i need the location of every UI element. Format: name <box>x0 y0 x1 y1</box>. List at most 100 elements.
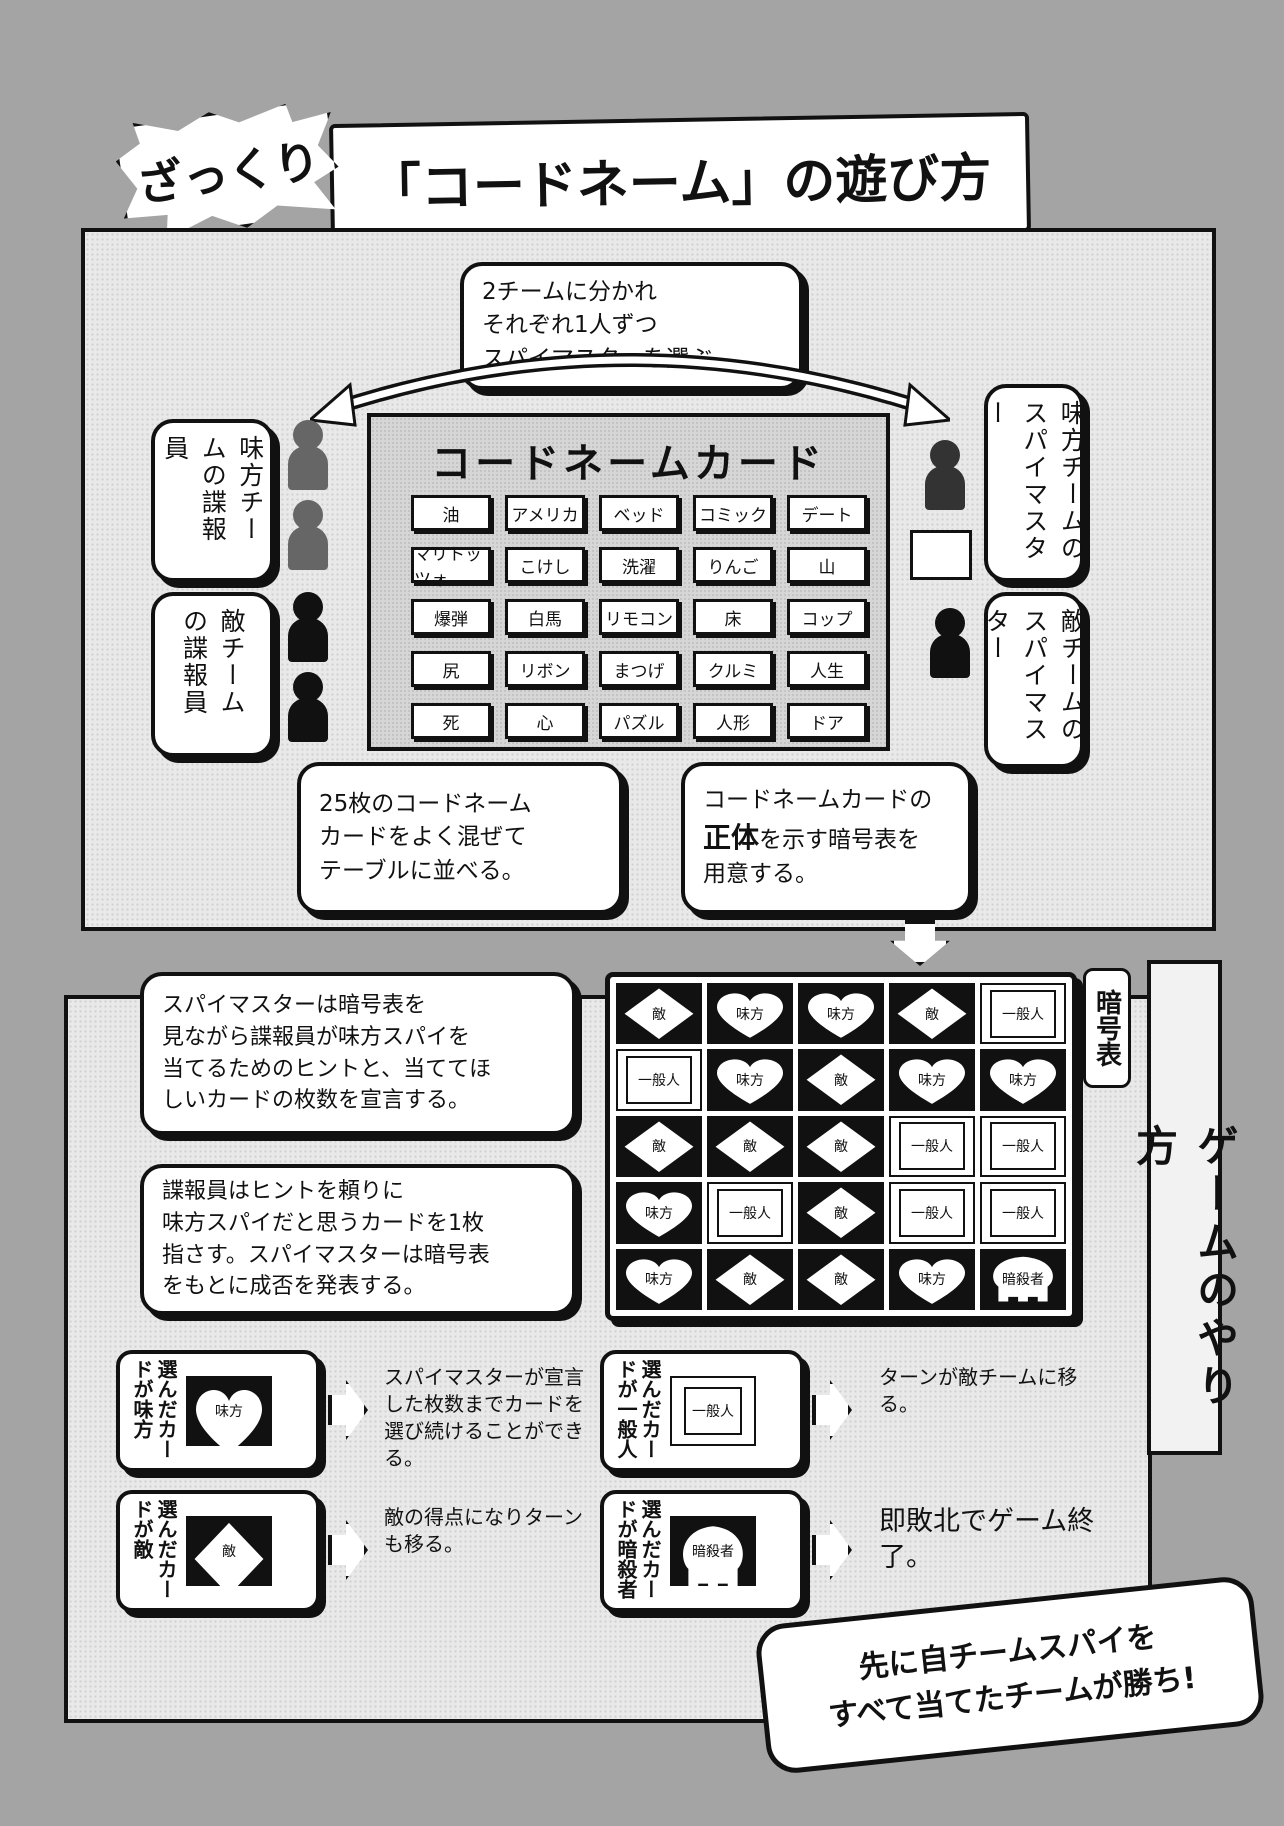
codename-card: 人形 <box>693 703 773 739</box>
ally-heart-icon <box>709 1051 791 1108</box>
enemy-diamond-icon <box>891 985 973 1042</box>
side-title: ゲームのやり方 <box>1130 960 1240 1455</box>
key-cell: 味方 <box>616 1248 702 1310</box>
codename-card: デート <box>787 495 867 531</box>
shuffle-bubble: 25枚のコードネーム カードをよく混ぜて テーブルに並べる。 <box>297 762 623 914</box>
key-cell: 敵 <box>889 983 975 1045</box>
key-cell: 一般人 <box>889 1115 975 1178</box>
key-cell: 味方 <box>616 1182 702 1244</box>
codename-card: 心 <box>505 703 585 739</box>
badge-text: ざっくり <box>133 133 324 213</box>
bubble-line: 正体を示す暗号表を <box>703 818 920 859</box>
step-line: 諜報員はヒントを頼りに <box>162 1178 405 1204</box>
bubble-line: それぞれ1人ずつ <box>482 312 658 339</box>
codename-card: 白馬 <box>505 599 585 635</box>
bubble-line: カードをよく混ぜて <box>319 824 527 851</box>
key-label-text: 暗号表 <box>1091 989 1122 1067</box>
key-cell: 敵 <box>798 1049 884 1111</box>
rule-box: 選んだカードが一般人一般人 <box>600 1350 804 1472</box>
rule-result: 敵の得点になりターンも移る。 <box>384 1505 583 1556</box>
key-cell: 一般人 <box>980 1115 1066 1178</box>
step-line: 味方スパイだと思うカードを1枚 <box>162 1210 484 1236</box>
key-card-stand <box>910 530 972 580</box>
enemy-diamond-icon <box>188 1518 270 1596</box>
key-cell: 一般人 <box>707 1182 793 1244</box>
key-cell-label: 一般人 <box>899 1122 965 1171</box>
rule-card: 暗殺者 <box>670 1516 756 1591</box>
enemy-agents-bubble: 敵チームの諜報員 <box>151 592 274 757</box>
ally-heart-icon <box>618 1184 700 1241</box>
key-cell-label: 味方 <box>1009 1073 1037 1090</box>
rule-result: ターンが敵チームに移る。 <box>879 1365 1078 1416</box>
codename-card: コミック <box>693 495 773 531</box>
key-cell-label: 暗殺者 <box>1002 1272 1044 1289</box>
key-cell: 味方 <box>798 983 884 1045</box>
rule-result: スパイマスターが宣言した枚数までカードを選び続けることができる。 <box>384 1365 584 1470</box>
key-cell: 味方 <box>889 1248 975 1310</box>
ally-heart-icon <box>891 1051 973 1108</box>
key-label: 暗号表 <box>1083 968 1131 1088</box>
bubble-text: 味方チームの諜報員 <box>160 435 265 543</box>
ally-heart-icon <box>618 1251 700 1308</box>
ally-heart-icon <box>891 1251 973 1308</box>
key-cell: 敵 <box>798 1182 884 1244</box>
bubble-line: 2チームに分かれ <box>482 278 657 305</box>
rule-box: 選んだカードが敵敵 <box>116 1490 320 1612</box>
enemy-diamond-icon <box>800 1051 882 1108</box>
codename-card: マリトッツォ <box>411 545 491 590</box>
step-line: 当てるためのヒントと、当ててほ <box>162 1056 492 1082</box>
enemy-diamond-icon <box>800 1118 882 1175</box>
rule-card-label: 味方 <box>215 1404 243 1420</box>
codename-card: 山 <box>787 547 867 583</box>
key-cell: 暗殺者 <box>980 1248 1066 1310</box>
key-cell-label: 一般人 <box>990 1188 1056 1237</box>
key-cell-label: 一般人 <box>899 1188 965 1237</box>
codename-card: アメリカ <box>505 495 585 531</box>
enemy-diamond-icon <box>800 1251 882 1308</box>
rule-label: 選んだカードが暗殺者 <box>614 1498 662 1599</box>
key-cell: 敵 <box>798 1248 884 1310</box>
key-cell-label: 敵 <box>834 1139 848 1156</box>
ally-spymaster-bubble: 味方チームのスパイマスター <box>982 384 1086 582</box>
codename-card: こけし <box>505 547 585 583</box>
codename-card: ドア <box>787 703 867 739</box>
bubble-text: 味方チームのスパイマスター <box>982 400 1087 562</box>
key-cell-label: 敵 <box>834 1073 848 1090</box>
enemy-diamond-icon <box>618 985 700 1042</box>
enemy-diamond-icon <box>800 1184 882 1241</box>
ally-heart-icon <box>188 1378 270 1454</box>
key-cell: 味方 <box>707 1049 793 1111</box>
badge-burst: ざっくり <box>111 95 346 244</box>
key-cell: 味方 <box>980 1049 1066 1111</box>
split-arrow-icon <box>310 353 950 427</box>
key-card-bubble: コードネームカードの 正体を示す暗号表を 用意する。 <box>681 762 972 914</box>
key-cell-label: 敵 <box>652 1006 666 1023</box>
key-cell-label: 敵 <box>743 1139 757 1156</box>
step-line: スパイマスターは暗号表を <box>162 992 427 1018</box>
step-line: 見ながら諜報員が味方スパイを <box>162 1024 471 1050</box>
rule-label: 選んだカードが味方 <box>130 1358 178 1459</box>
step1-box: スパイマスターは暗号表を 見ながら諜報員が味方スパイを 当てるためのヒントと、当… <box>140 972 576 1135</box>
key-cell-label: 一般人 <box>717 1188 783 1237</box>
codename-card: りんご <box>693 547 773 583</box>
rule-card-label: 暗殺者 <box>692 1544 734 1560</box>
enemy-diamond-icon <box>618 1118 700 1175</box>
page-title: 「コードネーム」の遊び方 <box>329 111 1031 245</box>
key-cell: 敵 <box>616 983 702 1045</box>
bubble-line: 用意する。 <box>703 861 818 888</box>
bubble-line: テーブルに並べる。 <box>319 857 525 884</box>
enemy-diamond-icon <box>709 1251 791 1308</box>
key-cell-label: 敵 <box>743 1272 757 1289</box>
emphasis-text: 正体 <box>703 820 760 854</box>
enemy-agent-figure <box>288 672 328 746</box>
codename-card: リモコン <box>599 599 679 635</box>
ally-agent-figure <box>288 500 328 574</box>
key-cell: 敵 <box>707 1248 793 1310</box>
rule-card: 一般人 <box>670 1376 756 1446</box>
codename-card: クルミ <box>693 651 773 687</box>
ally-heart-icon <box>982 1051 1064 1108</box>
codename-card: 油 <box>411 495 491 531</box>
codename-card: 尻 <box>411 651 491 687</box>
bubble-text: 敵チームのスパイマスター <box>982 608 1087 743</box>
key-cell-label: 一般人 <box>626 1056 692 1105</box>
